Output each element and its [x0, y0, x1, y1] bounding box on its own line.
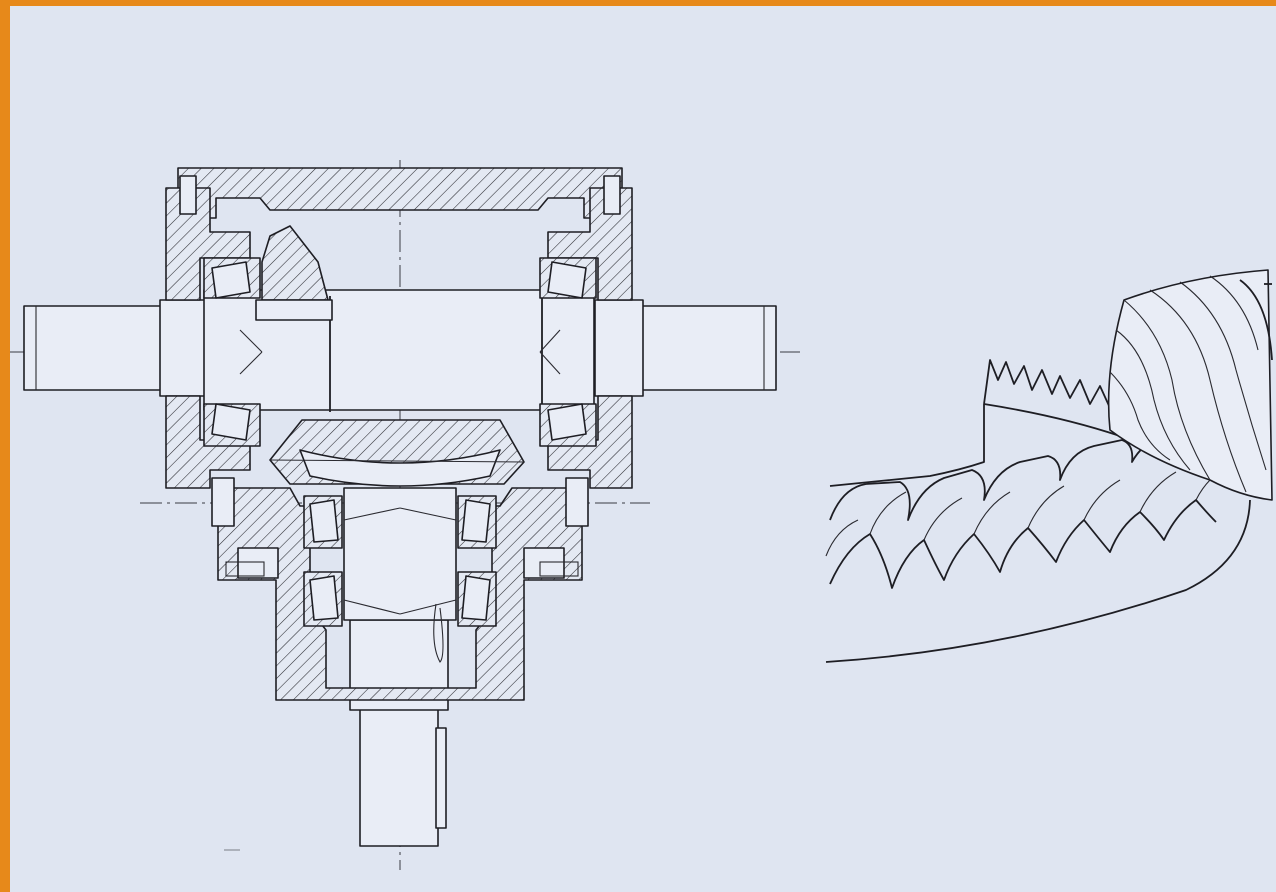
- ring-gear-rim-teeth: [983, 359, 1111, 409]
- housing-bolts: [179, 175, 621, 527]
- housing-top-cover: [177, 167, 623, 219]
- housing-right-wall: [547, 187, 633, 301]
- right-shaft: [594, 299, 777, 397]
- bevel-crown-gear: [269, 419, 525, 487]
- drawing-panel: [10, 6, 1276, 892]
- left-shaft: [23, 299, 211, 397]
- gearbox-cross-section: [10, 160, 800, 870]
- bottom-shaft: [349, 619, 449, 847]
- spiral-pinion: [1107, 269, 1273, 501]
- taper-roller-bearings: [203, 257, 597, 627]
- vertical-shaft: [343, 487, 457, 663]
- bevel-pinion: [255, 225, 333, 321]
- spiral-bevel-gear-pair: [825, 269, 1273, 663]
- drawing-canvas: [10, 160, 1273, 870]
